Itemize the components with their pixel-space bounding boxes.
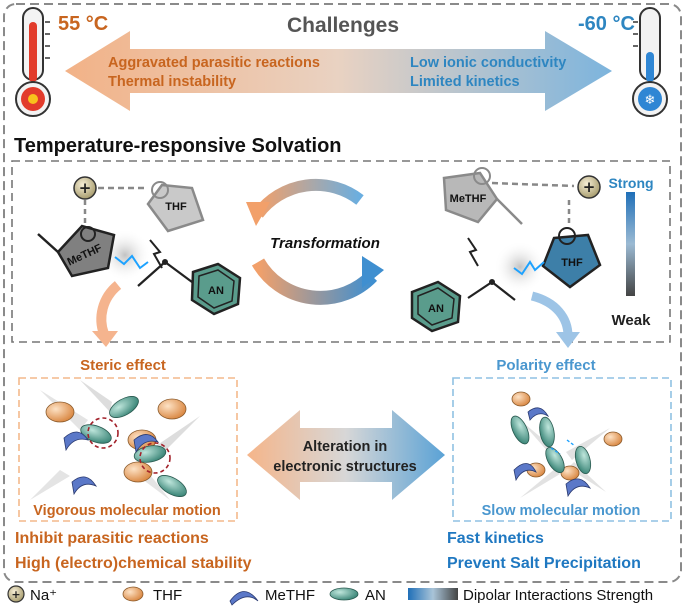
- legend-thf-label: THF: [153, 587, 182, 604]
- dipolar-strength-gradient: [408, 588, 458, 600]
- steric-panel-frame: [18, 377, 238, 522]
- right-solvation-structure: MeTHF + THF AN: [410, 167, 635, 348]
- left-solvation-structure: + THF MeTHF AN: [37, 176, 242, 347]
- methf-legend-icon: [229, 591, 259, 606]
- methf-ring-left: [56, 224, 116, 278]
- mechanism-frame: [11, 160, 671, 343]
- transformation-cycle-icon: [246, 178, 384, 305]
- hot-challenge-1: Aggravated parasitic reactions: [108, 55, 320, 71]
- sodium-ion-icon: [73, 176, 97, 200]
- scale-weak-label: Weak: [612, 312, 652, 329]
- thf-ring-left: [146, 183, 205, 233]
- steric-effect-title: Steric effect: [80, 357, 166, 374]
- svg-text:+: +: [11, 588, 20, 601]
- steric-benefit-1: Inhibit parasitic reactions: [15, 530, 209, 547]
- hot-temperature-label: 55 °C: [58, 13, 108, 35]
- alteration-line-2: electronic structures: [273, 459, 416, 475]
- svg-text:+: +: [583, 178, 596, 196]
- outer-frame: [3, 3, 682, 583]
- legend-na-label: Na⁺: [30, 587, 57, 604]
- polarity-panel-frame: [452, 377, 672, 522]
- transformation-label: Transformation: [270, 235, 380, 252]
- alteration-line-1: Alteration in: [303, 439, 388, 455]
- cold-temperature-label: -60 °C: [578, 13, 635, 35]
- thf-ring-right: [541, 233, 602, 289]
- legend-methf-label: MeTHF: [265, 587, 315, 604]
- an-legend-icon: [329, 587, 359, 601]
- thf-legend-icon: [122, 586, 144, 602]
- polarity-benefit-2: Prevent Salt Precipitation: [447, 555, 641, 572]
- strength-scale-bar: [626, 192, 635, 296]
- cold-challenge-1: Low ionic conductivity: [410, 55, 566, 71]
- svg-text:❄: ❄: [645, 93, 656, 108]
- hot-challenge-2: Thermal instability: [108, 74, 236, 90]
- svg-text:THF: THF: [165, 201, 187, 213]
- legend: +: [7, 585, 458, 606]
- sodium-ion-legend-icon: [7, 585, 25, 603]
- challenges-title: Challenges: [287, 14, 399, 37]
- slow-motion-illustration: [510, 391, 623, 498]
- svg-text:+: +: [79, 179, 92, 197]
- svg-text:MeTHF: MeTHF: [450, 193, 487, 205]
- svg-text:AN: AN: [208, 285, 224, 297]
- cold-challenge-2: Limited kinetics: [410, 74, 520, 90]
- alteration-double-arrow: [247, 410, 445, 500]
- challenges-double-arrow: [65, 31, 612, 111]
- svg-text:THF: THF: [561, 257, 583, 269]
- slow-motion-caption: Slow molecular motion: [482, 503, 641, 519]
- polarity-effect-title: Polarity effect: [496, 357, 595, 374]
- svg-text:AN: AN: [428, 303, 444, 315]
- sodium-ion-icon: [577, 175, 601, 199]
- polarity-benefit-1: Fast kinetics: [447, 530, 544, 547]
- legend-an-label: AN: [365, 587, 386, 604]
- steric-benefit-2: High (electro)chemical stability: [15, 555, 252, 572]
- vigorous-motion-caption: Vigorous molecular motion: [33, 503, 220, 519]
- scale-strong-label: Strong: [608, 175, 653, 191]
- vigorous-motion-illustration: [30, 380, 200, 500]
- legend-dipolar-label: Dipolar Interactions Strength: [463, 587, 653, 604]
- section-title: Temperature-responsive Solvation: [14, 135, 342, 157]
- thermometer-hot-icon: [15, 7, 51, 117]
- thermometer-cold-icon: ❄: [632, 7, 668, 117]
